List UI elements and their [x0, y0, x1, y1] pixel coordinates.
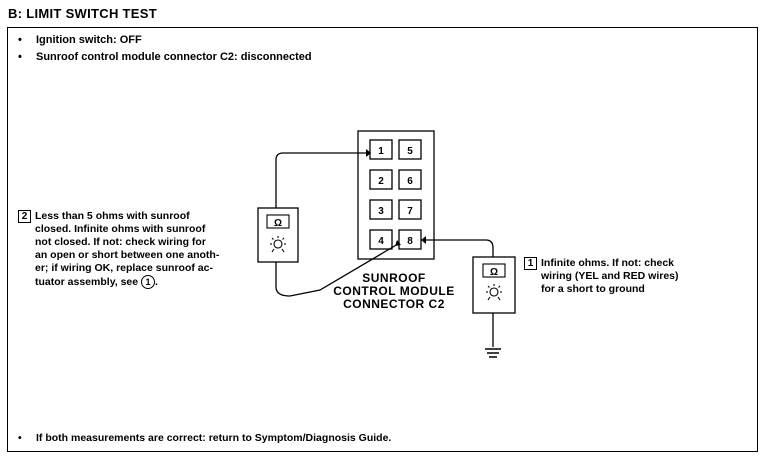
svg-text:4: 4 [378, 236, 384, 247]
footer-instruction: •If both measurements are correct: retur… [18, 432, 392, 444]
svg-text:Ω: Ω [490, 267, 498, 278]
step-number: 1 [524, 257, 537, 270]
ohmmeter-right: Ω [472, 256, 516, 314]
lead-to-pin-1 [275, 152, 366, 208]
svg-text:1: 1 [378, 146, 384, 157]
pin-4: 4 [369, 229, 393, 250]
test-leads [275, 152, 494, 347]
condition-ignition: •Ignition switch: OFF [18, 34, 142, 46]
svg-text:2: 2 [378, 176, 384, 187]
bullet-icon: • [18, 432, 22, 444]
reference-number: 1 [141, 275, 156, 289]
svg-text:3: 3 [378, 206, 384, 217]
pin-2: 2 [369, 169, 393, 190]
condition-connector: •Sunroof control module connector C2: di… [18, 51, 312, 63]
bullet-icon: • [18, 51, 22, 63]
lead-to-pin-8 [275, 243, 399, 297]
pin-1: 1 [369, 139, 393, 160]
lead-pin-8-to-meter [422, 239, 494, 257]
lamp-icon [270, 236, 286, 253]
ohmmeter-left: Ω [257, 207, 299, 263]
arrow-icon [421, 236, 426, 244]
step-number: 2 [18, 210, 31, 223]
connector-label: SUNROOF CONTROL MODULE CONNECTOR C2 [333, 271, 455, 311]
svg-text:7: 7 [407, 206, 413, 217]
pin-5: 5 [398, 139, 422, 160]
lamp-icon [486, 284, 502, 301]
page-title: B: LIMIT SWITCH TEST [8, 6, 157, 21]
pin-6: 6 [398, 169, 422, 190]
pin-3: 3 [369, 199, 393, 220]
test-frame [7, 27, 758, 452]
svg-text:5: 5 [407, 146, 413, 157]
ground-icon [485, 348, 501, 358]
bullet-icon: • [18, 34, 22, 46]
pin-8: 8 [398, 229, 422, 250]
arrow-icon [395, 240, 401, 246]
svg-text:8: 8 [407, 236, 413, 247]
pin-7: 7 [398, 199, 422, 220]
arrow-icon [366, 149, 371, 157]
svg-text:6: 6 [407, 176, 413, 187]
svg-text:Ω: Ω [274, 218, 282, 229]
